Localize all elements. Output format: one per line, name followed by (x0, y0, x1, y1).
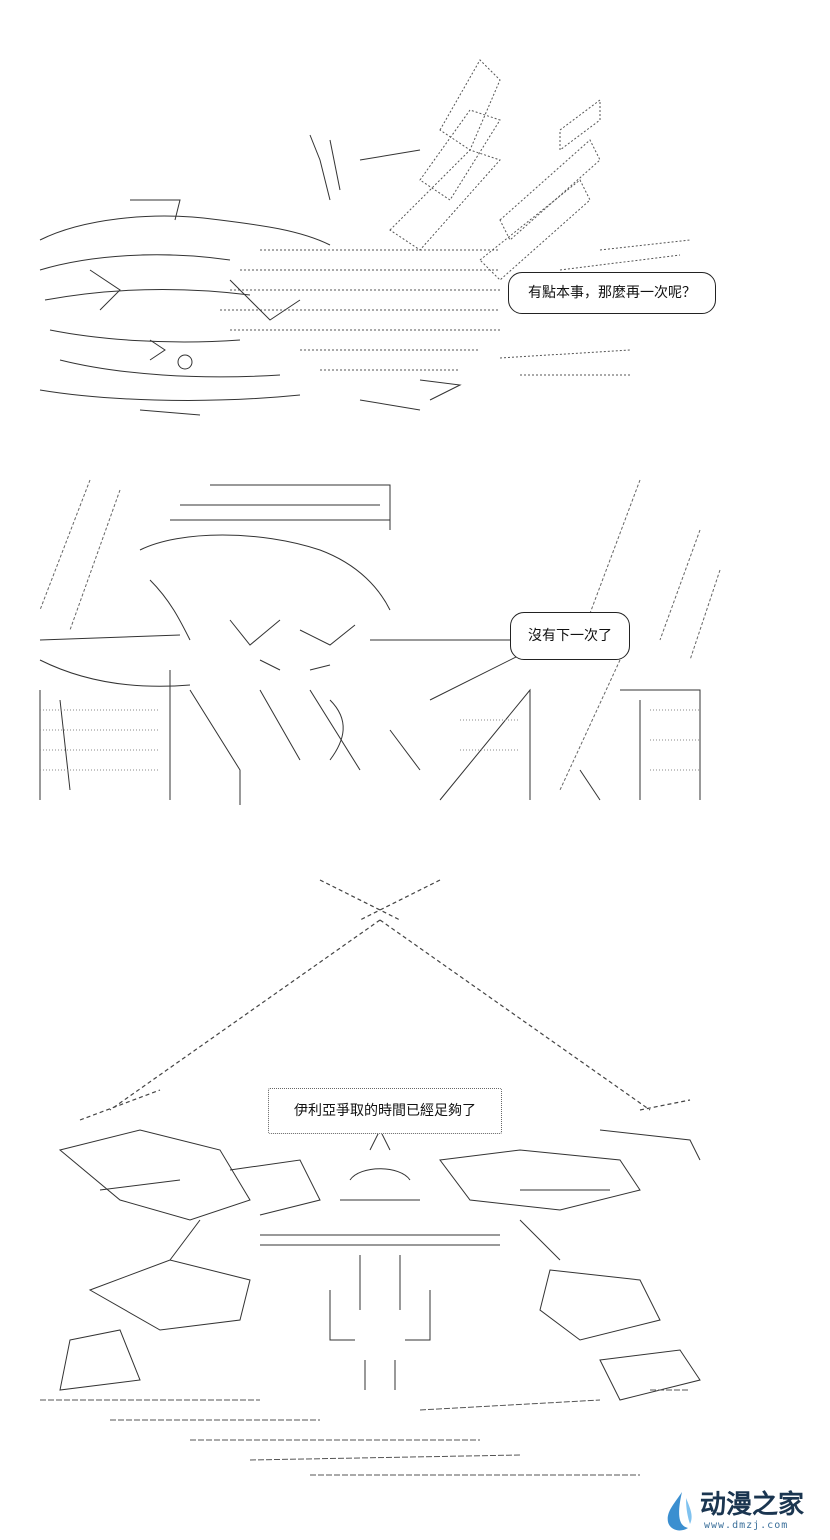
watermark-title: 动漫之家 (700, 1490, 805, 1520)
panel-3: 伊利亞爭取的時間已經足夠了 (0, 860, 830, 1480)
speech-text-1: 有點本事，那麼再一次呢？ (528, 285, 696, 301)
speech-bubble-2: 沒有下一次了 (510, 612, 630, 660)
panel-1-art (39, 59, 691, 416)
panel-3-art (40, 879, 701, 1476)
panel-2-art (39, 479, 721, 805)
water-drop-icon (667, 1492, 692, 1531)
speech-bubble-3: 伊利亞爭取的時間已經足夠了 (268, 1088, 502, 1134)
panel-1: 有點本事，那麼再一次呢？ (0, 40, 830, 430)
site-watermark: 动漫之家 www.dmzj.com (660, 1490, 820, 1534)
speech-bubble-1: 有點本事，那麼再一次呢？ (508, 272, 716, 314)
watermark-url: www.dmzj.com (704, 1520, 789, 1531)
speech-text-3: 伊利亞爭取的時間已經足夠了 (294, 1103, 476, 1119)
panel-2: 沒有下一次了 (0, 470, 830, 815)
speech-text-2: 沒有下一次了 (528, 628, 612, 644)
